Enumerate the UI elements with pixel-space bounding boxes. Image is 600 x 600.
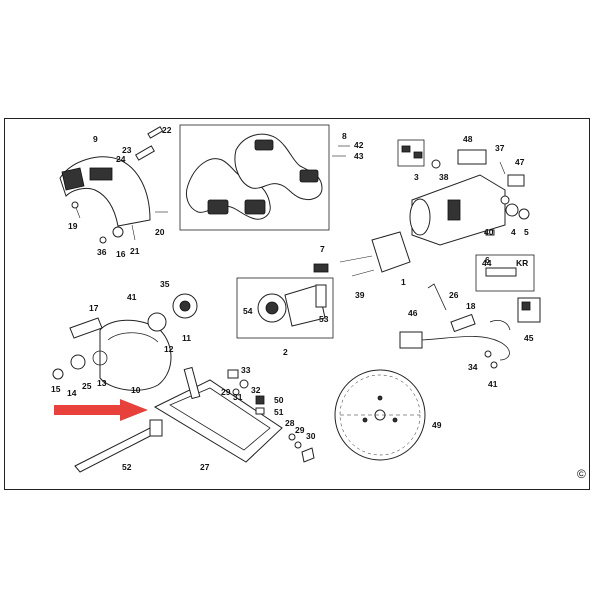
saw-blade-49 (334, 369, 426, 461)
label-53: 53 (319, 314, 329, 324)
label-8: 8 (342, 131, 347, 141)
label-29-a: 29 (221, 387, 231, 397)
brush-holder-3 (397, 139, 441, 169)
diagram-frame (4, 118, 590, 490)
screws-top-left (71, 126, 168, 244)
label-11: 11 (182, 333, 191, 343)
label-3: 3 (414, 172, 419, 182)
label-45: 45 (524, 333, 534, 343)
label-15: 15 (51, 384, 61, 394)
label-9: 9 (93, 134, 98, 144)
label-41-c: 41 (488, 379, 498, 389)
label-2: 2 (283, 347, 288, 357)
label-50: 50 (274, 395, 284, 405)
motor-housing-1 (371, 174, 506, 273)
label-18: 18 (466, 301, 476, 311)
label-7: 7 (320, 244, 325, 254)
rip-fence-52 (74, 419, 163, 473)
switch-18 (450, 313, 476, 333)
power-cord-46 (399, 320, 511, 361)
switch-45 (517, 297, 541, 323)
handle-assembly-8 (185, 133, 323, 220)
part-44 (485, 267, 517, 277)
label-49: 49 (432, 420, 442, 430)
label-40: 40 (484, 227, 494, 237)
label-plate-48 (457, 149, 487, 165)
label-31: 31 (233, 392, 243, 402)
label-20: 20 (155, 227, 165, 237)
label-kr: KR (516, 258, 528, 268)
label-14: 14 (67, 388, 77, 398)
label-17: 17 (89, 303, 99, 313)
label-41-a: 41 (127, 292, 137, 302)
label-36: 36 (97, 247, 107, 257)
label-21: 21 (130, 246, 140, 256)
armature-2 (236, 277, 334, 339)
label-22: 22 (162, 125, 172, 135)
label-28: 28 (285, 418, 295, 428)
label-24: 24 (116, 154, 126, 164)
label-38: 38 (439, 172, 449, 182)
label-16: 16 (116, 249, 126, 259)
label-35: 35 (160, 279, 170, 289)
kr-box (475, 254, 535, 292)
label-26: 26 (449, 290, 459, 300)
small-parts-base (227, 369, 315, 463)
label-30: 30 (306, 431, 316, 441)
label-33: 33 (241, 365, 251, 375)
copyright-mark: © (577, 467, 586, 481)
label-39: 39 (355, 290, 365, 300)
label-47: 47 (515, 157, 525, 167)
lower-guard-10 (99, 319, 172, 391)
label-34: 34 (468, 362, 478, 372)
label-5: 5 (524, 227, 529, 237)
spindle-parts (52, 293, 198, 380)
parts-4-5-6 (485, 195, 530, 236)
label-13: 13 (97, 378, 107, 388)
label-plate-47 (507, 174, 525, 187)
label-25: 25 (82, 381, 92, 391)
label-44: 44 (482, 258, 492, 268)
screws-middle (313, 145, 506, 369)
label-27: 27 (200, 462, 210, 472)
base-plate-27 (153, 366, 283, 463)
label-54: 54 (243, 306, 253, 316)
label-19: 19 (68, 221, 78, 231)
label-6: 6 (485, 255, 490, 265)
label-43: 43 (354, 151, 364, 161)
label-37: 37 (495, 143, 505, 153)
label-51: 51 (274, 407, 284, 417)
lever-17 (69, 317, 103, 339)
label-48: 48 (463, 134, 473, 144)
label-32: 32 (251, 385, 261, 395)
label-12: 12 (164, 344, 174, 354)
handle-box (179, 124, 330, 231)
label-1: 1 (401, 277, 406, 287)
label-46: 46 (408, 308, 418, 318)
label-23: 23 (122, 145, 132, 155)
label-42: 42 (354, 140, 364, 150)
label-52: 52 (122, 462, 132, 472)
part-labels: 9 22 23 24 19 20 36 16 21 8 42 43 3 38 4… (51, 125, 586, 481)
upper-guard-9 (59, 156, 151, 227)
red-pointer-arrow (54, 399, 148, 421)
hex-key-26 (427, 283, 447, 311)
label-29-b: 29 (295, 425, 305, 435)
label-4: 4 (511, 227, 516, 237)
label-10: 10 (131, 385, 141, 395)
